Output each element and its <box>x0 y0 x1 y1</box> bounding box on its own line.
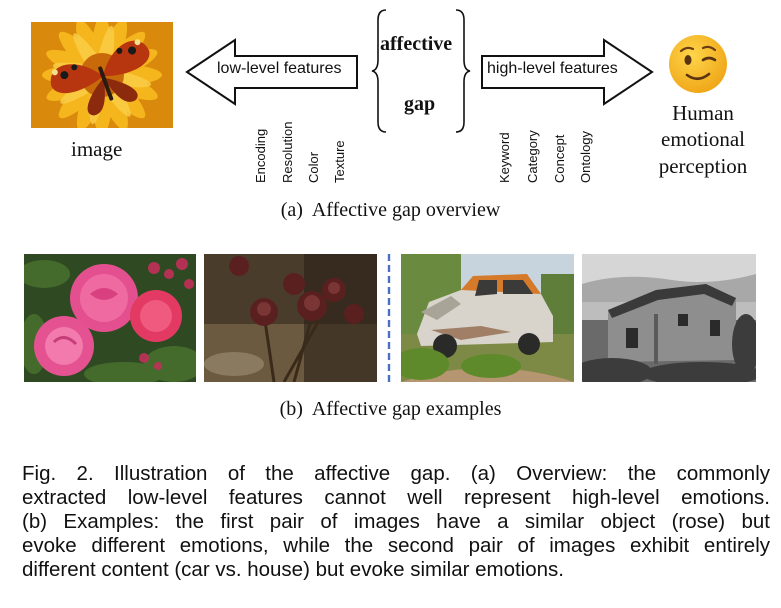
low-level-features-label: low-level features <box>217 60 342 77</box>
abandoned-house-photo <box>582 254 756 382</box>
low-level-item-color: Color <box>306 151 321 183</box>
gap-word: gap <box>404 93 436 115</box>
left-brace <box>371 9 387 133</box>
human-line-1: Human <box>672 101 734 125</box>
abandoned-car-photo <box>401 254 574 382</box>
figure-caption-line-2: extracted low-level features cannot well… <box>22 486 770 509</box>
butterfly-photo <box>31 22 173 128</box>
right-brace <box>455 9 471 133</box>
low-level-item-texture: Texture <box>332 140 347 183</box>
high-level-item-ontology: Ontology <box>578 130 593 183</box>
low-level-arrow <box>185 38 358 106</box>
high-level-item-concept: Concept <box>552 134 567 183</box>
winking-face-icon <box>669 35 727 93</box>
figure-caption-line-4: evoke different emotions, while the seco… <box>22 534 770 557</box>
human-line-2: emotional <box>661 127 745 151</box>
pink-roses-photo <box>24 254 196 382</box>
subcaption-b: (b) Affective gap examples <box>279 398 502 420</box>
high-level-features-label: high-level features <box>487 60 618 77</box>
low-level-item-resolution: Resolution <box>280 121 295 183</box>
figure-caption-line-1: Fig. 2. Illustration of the affective ga… <box>22 462 770 485</box>
image-label: image <box>71 137 123 161</box>
dried-roses-photo <box>204 254 377 382</box>
subcaption-a: (a) Affective gap overview <box>280 199 501 221</box>
high-level-arrow <box>481 38 654 106</box>
high-level-item-category: Category <box>525 130 540 183</box>
figure-caption-line-5: different content (car vs. house) but ev… <box>22 558 564 581</box>
high-level-item-keyword: Keyword <box>497 132 512 183</box>
figure-caption-line-3: (b) Examples: the first pair of images h… <box>22 510 770 533</box>
pair-divider <box>387 254 391 382</box>
affective-word: affective <box>380 33 453 55</box>
human-line-3: perception <box>658 154 748 178</box>
low-level-item-encoding: Encoding <box>253 128 268 183</box>
